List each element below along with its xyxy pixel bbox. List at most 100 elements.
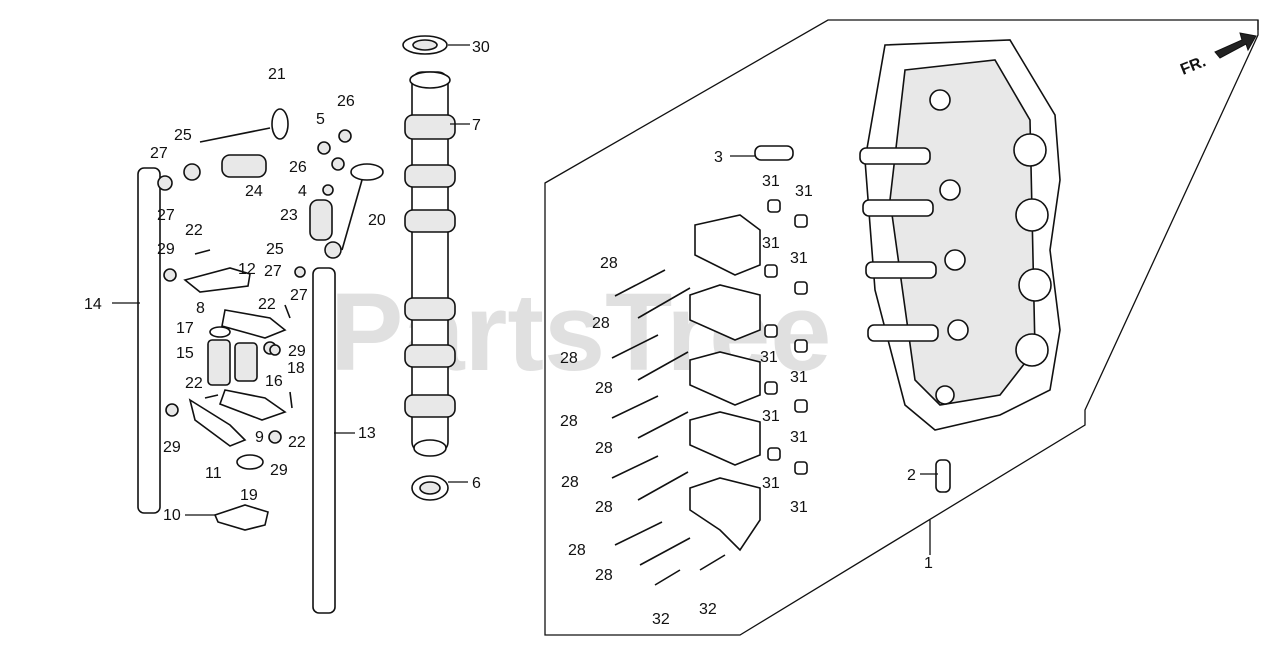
valve-spring-24 [221,154,267,178]
bolt-22c [204,394,219,399]
callout-28-i: 28 [568,542,586,559]
callout-16: 16 [265,373,283,390]
callout-5: 5 [316,111,325,128]
callout-labels: 1 2 3 4 5 6 7 8 9 10 11 12 13 14 15 16 1… [84,39,933,628]
callout-28-j: 28 [595,567,613,584]
callout-27-c: 27 [264,263,282,280]
spacer-16 [234,342,258,382]
callout-20: 20 [368,212,386,229]
callout-29-a: 29 [157,241,175,258]
callout-19: 19 [240,487,258,504]
callout-25-b: 25 [266,241,284,258]
nut-29c [165,403,179,417]
callout-3: 3 [714,149,723,166]
leader-lines [112,44,938,555]
callout-31-a: 31 [762,173,780,190]
callout-25-a: 25 [174,127,192,144]
callout-13: 13 [358,425,376,442]
exhaust-valve [199,108,289,143]
callout-14: 14 [84,296,102,313]
valve-spring-23 [309,199,333,241]
nut-29a [163,268,177,282]
callout-9: 9 [255,429,264,446]
callout-18: 18 [287,360,305,377]
bolt-22b [284,304,291,319]
bolt-32b [699,554,726,571]
callout-27-b: 27 [157,207,175,224]
callout-29-b: 29 [288,343,306,360]
rocker-arm-10 [213,504,269,531]
spring-retainer-25 [183,163,201,181]
callout-2: 2 [907,467,916,484]
callout-28-d: 28 [595,380,613,397]
callout-31-h: 31 [790,429,808,446]
collar-27b [294,266,306,278]
callout-6: 6 [472,475,481,492]
callout-22-c: 22 [185,375,203,392]
callout-8: 8 [196,300,205,317]
callout-4: 4 [298,183,307,200]
callout-31-j: 31 [790,499,808,516]
manifold-stud-2 [862,199,934,217]
callout-29-d: 29 [270,462,288,479]
front-direction-label: FR. [1178,53,1208,78]
manifold-stud-1 [859,147,931,165]
cotter-26b [331,157,345,171]
callout-23: 23 [280,207,298,224]
oil-seal-bottom [411,475,449,501]
cotter-26 [338,129,352,143]
washer-17 [209,326,231,338]
callout-31-c: 31 [762,235,780,252]
callout-28-g: 28 [561,474,579,491]
callout-31-f: 31 [790,369,808,386]
callout-28-c: 28 [560,350,578,367]
callout-28-f: 28 [595,440,613,457]
callout-28-h: 28 [595,499,613,516]
pin-2 [935,459,951,493]
nut-29d [268,430,282,444]
callout-28-b: 28 [592,315,610,332]
callout-22-d: 22 [288,434,306,451]
callout-21: 21 [268,66,286,83]
callout-32-a: 32 [652,611,670,628]
spacer-15 [207,339,231,386]
nut-29b [269,344,281,356]
callout-26-b: 26 [289,159,307,176]
callout-26-a: 26 [337,93,355,110]
bolt-22d [289,391,293,409]
callout-31-e: 31 [760,349,778,366]
callout-12: 12 [238,261,256,278]
callout-29-c: 29 [163,439,181,456]
callout-31-i: 31 [762,475,780,492]
callout-30: 30 [472,39,490,56]
manifold-stud-4 [867,324,939,342]
callout-27-d: 27 [290,287,308,304]
oil-seal-top [402,35,448,55]
rocker-arm-12 [183,267,251,293]
rocker-arm-9 [218,389,287,421]
rocker-arm-11 [188,398,247,447]
manifold-stud-3 [865,261,937,279]
cylinder-head-assembly-outline [544,19,1259,636]
collar-27a [157,175,173,191]
front-direction-indicator: FR. [1178,32,1257,79]
callout-28-e: 28 [560,413,578,430]
rocker-shaft-right [312,267,336,614]
bolt-22a [194,249,211,255]
bolt-32a [654,569,681,586]
pin-3 [754,145,794,161]
cotter-5 [317,141,331,155]
callout-15: 15 [176,345,194,362]
callout-31-g: 31 [762,408,780,425]
callout-24: 24 [245,183,263,200]
callout-10: 10 [163,507,181,524]
callout-28-a: 28 [600,255,618,272]
camshaft-holders [689,214,761,552]
callout-22-b: 22 [258,296,276,313]
callout-32-b: 32 [699,601,717,618]
spring-retainer-25b [324,241,342,259]
callout-22-a: 22 [185,222,203,239]
callout-27-a: 27 [150,145,168,162]
